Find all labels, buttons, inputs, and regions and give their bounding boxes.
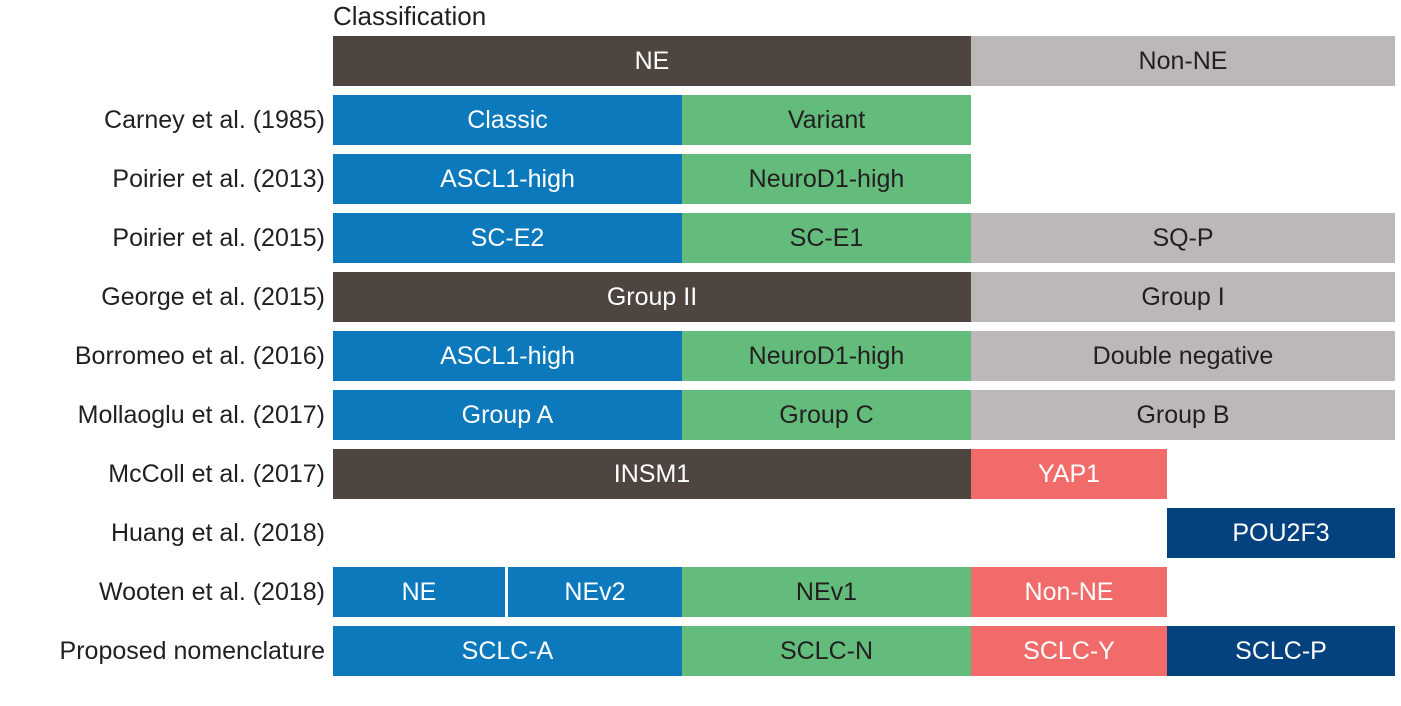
bar-segment-proposed-nomenclature-sclc-a[interactable]: SCLC-A: [333, 626, 682, 676]
bar-segment-mccoll-et-al-2017-insm1[interactable]: INSM1: [333, 449, 971, 499]
bar-segment-poirier-et-al-2015-sq-p[interactable]: SQ-P: [971, 213, 1395, 263]
bar-segment-borromeo-et-al-2016-neurod1-high[interactable]: NeuroD1-high: [682, 331, 971, 381]
bar-segment-header-ne[interactable]: NE: [333, 36, 971, 86]
bar-segment-wooten-et-al-2018-non-ne[interactable]: Non-NE: [971, 567, 1167, 617]
bar-segment-header-non-ne[interactable]: Non-NE: [971, 36, 1395, 86]
bar-segment-george-et-al-2015-group-i[interactable]: Group I: [971, 272, 1395, 322]
bar-segment-label: Group I: [1141, 282, 1225, 311]
bar-segment-poirier-et-al-2015-sc-e2[interactable]: SC-E2: [333, 213, 682, 263]
row-label-poirier-et-al-2015: Poirier et al. (2015): [112, 224, 325, 252]
bar-segment-label: Group C: [779, 400, 874, 429]
bar-segment-label: POU2F3: [1232, 518, 1330, 547]
bar-segment-label: SCLC-P: [1235, 636, 1327, 665]
bar-segment-huang-et-al-2018-pou2f3[interactable]: POU2F3: [1167, 508, 1395, 558]
bar-segment-poirier-et-al-2013-neurod1-high[interactable]: NeuroD1-high: [682, 154, 971, 204]
bar-segment-mccoll-et-al-2017-yap1[interactable]: YAP1: [971, 449, 1167, 499]
row-label-carney-et-al-1985: Carney et al. (1985): [104, 106, 325, 134]
bar-segment-proposed-nomenclature-sclc-n[interactable]: SCLC-N: [682, 626, 971, 676]
row-label-mccoll-et-al-2017: McColl et al. (2017): [108, 460, 325, 488]
bar-segment-label: Group B: [1136, 400, 1230, 429]
row-label-proposed-nomenclature: Proposed nomenclature: [59, 637, 325, 665]
bar-segment-label: NEv2: [564, 577, 626, 606]
bar-segment-label: NE: [634, 46, 670, 75]
bar-segment-label: Classic: [467, 105, 548, 134]
bar-segment-wooten-et-al-2018-nev2[interactable]: NEv2: [505, 567, 682, 617]
bar-segment-george-et-al-2015-group-ii[interactable]: Group II: [333, 272, 971, 322]
bar-segment-wooten-et-al-2018-ne[interactable]: NE: [333, 567, 505, 617]
bar-segment-label: Variant: [787, 105, 866, 134]
bar-segment-label: NeuroD1-high: [748, 164, 905, 193]
bar-segment-label: Group A: [461, 400, 554, 429]
bar-segment-borromeo-et-al-2016-double-negative[interactable]: Double negative: [971, 331, 1395, 381]
bar-segment-label: Double negative: [1092, 341, 1274, 370]
bar-segment-label: NEv1: [795, 577, 858, 606]
bar-segment-label: ASCL1-high: [440, 341, 575, 370]
bar-segment-carney-et-al-1985-classic[interactable]: Classic: [333, 95, 682, 145]
bar-segment-poirier-et-al-2013-ascl1-high[interactable]: ASCL1-high: [333, 154, 682, 204]
row-label-george-et-al-2015: George et al. (2015): [101, 283, 325, 311]
bar-segment-carney-et-al-1985-variant[interactable]: Variant: [682, 95, 971, 145]
bar-segment-label: NeuroD1-high: [748, 341, 905, 370]
bar-segment-borromeo-et-al-2016-ascl1-high[interactable]: ASCL1-high: [333, 331, 682, 381]
bar-segment-wooten-et-al-2018-nev1[interactable]: NEv1: [682, 567, 971, 617]
page-title: Classification: [333, 1, 487, 31]
bar-segment-label: Non-NE: [1024, 577, 1114, 606]
bar-segment-label: ASCL1-high: [440, 164, 575, 193]
row-label-huang-et-al-2018: Huang et al. (2018): [110, 519, 325, 547]
bar-segment-label: SC-E2: [470, 223, 545, 252]
bar-segment-mollaoglu-et-al-2017-group-b[interactable]: Group B: [971, 390, 1395, 440]
bar-segment-label: SCLC-N: [779, 636, 874, 665]
bar-segment-proposed-nomenclature-sclc-p[interactable]: SCLC-P: [1167, 626, 1395, 676]
bar-segment-mollaoglu-et-al-2017-group-c[interactable]: Group C: [682, 390, 971, 440]
row-label-wooten-et-al-2018: Wooten et al. (2018): [98, 578, 325, 606]
bar-segment-label: NE: [401, 577, 437, 606]
row-label-borromeo-et-al-2016: Borromeo et al. (2016): [74, 342, 325, 370]
bar-segment-label: Group II: [606, 282, 698, 311]
bar-segment-proposed-nomenclature-sclc-y[interactable]: SCLC-Y: [971, 626, 1167, 676]
row-label-poirier-et-al-2013: Poirier et al. (2013): [112, 165, 325, 193]
bar-segment-label: YAP1: [1037, 459, 1101, 488]
bar-segment-label: SCLC-A: [461, 636, 554, 665]
bar-segment-label: INSM1: [613, 459, 691, 488]
row-label-mollaoglu-et-al-2017: Mollaoglu et al. (2017): [77, 401, 325, 429]
bar-segment-poirier-et-al-2015-sc-e1[interactable]: SC-E1: [682, 213, 971, 263]
bar-segment-label: Non-NE: [1138, 46, 1228, 75]
bar-segment-label: SQ-P: [1152, 223, 1214, 252]
bar-segment-mollaoglu-et-al-2017-group-a[interactable]: Group A: [333, 390, 682, 440]
bar-segment-label: SCLC-Y: [1023, 636, 1115, 665]
bar-segment-label: SC-E1: [789, 223, 864, 252]
